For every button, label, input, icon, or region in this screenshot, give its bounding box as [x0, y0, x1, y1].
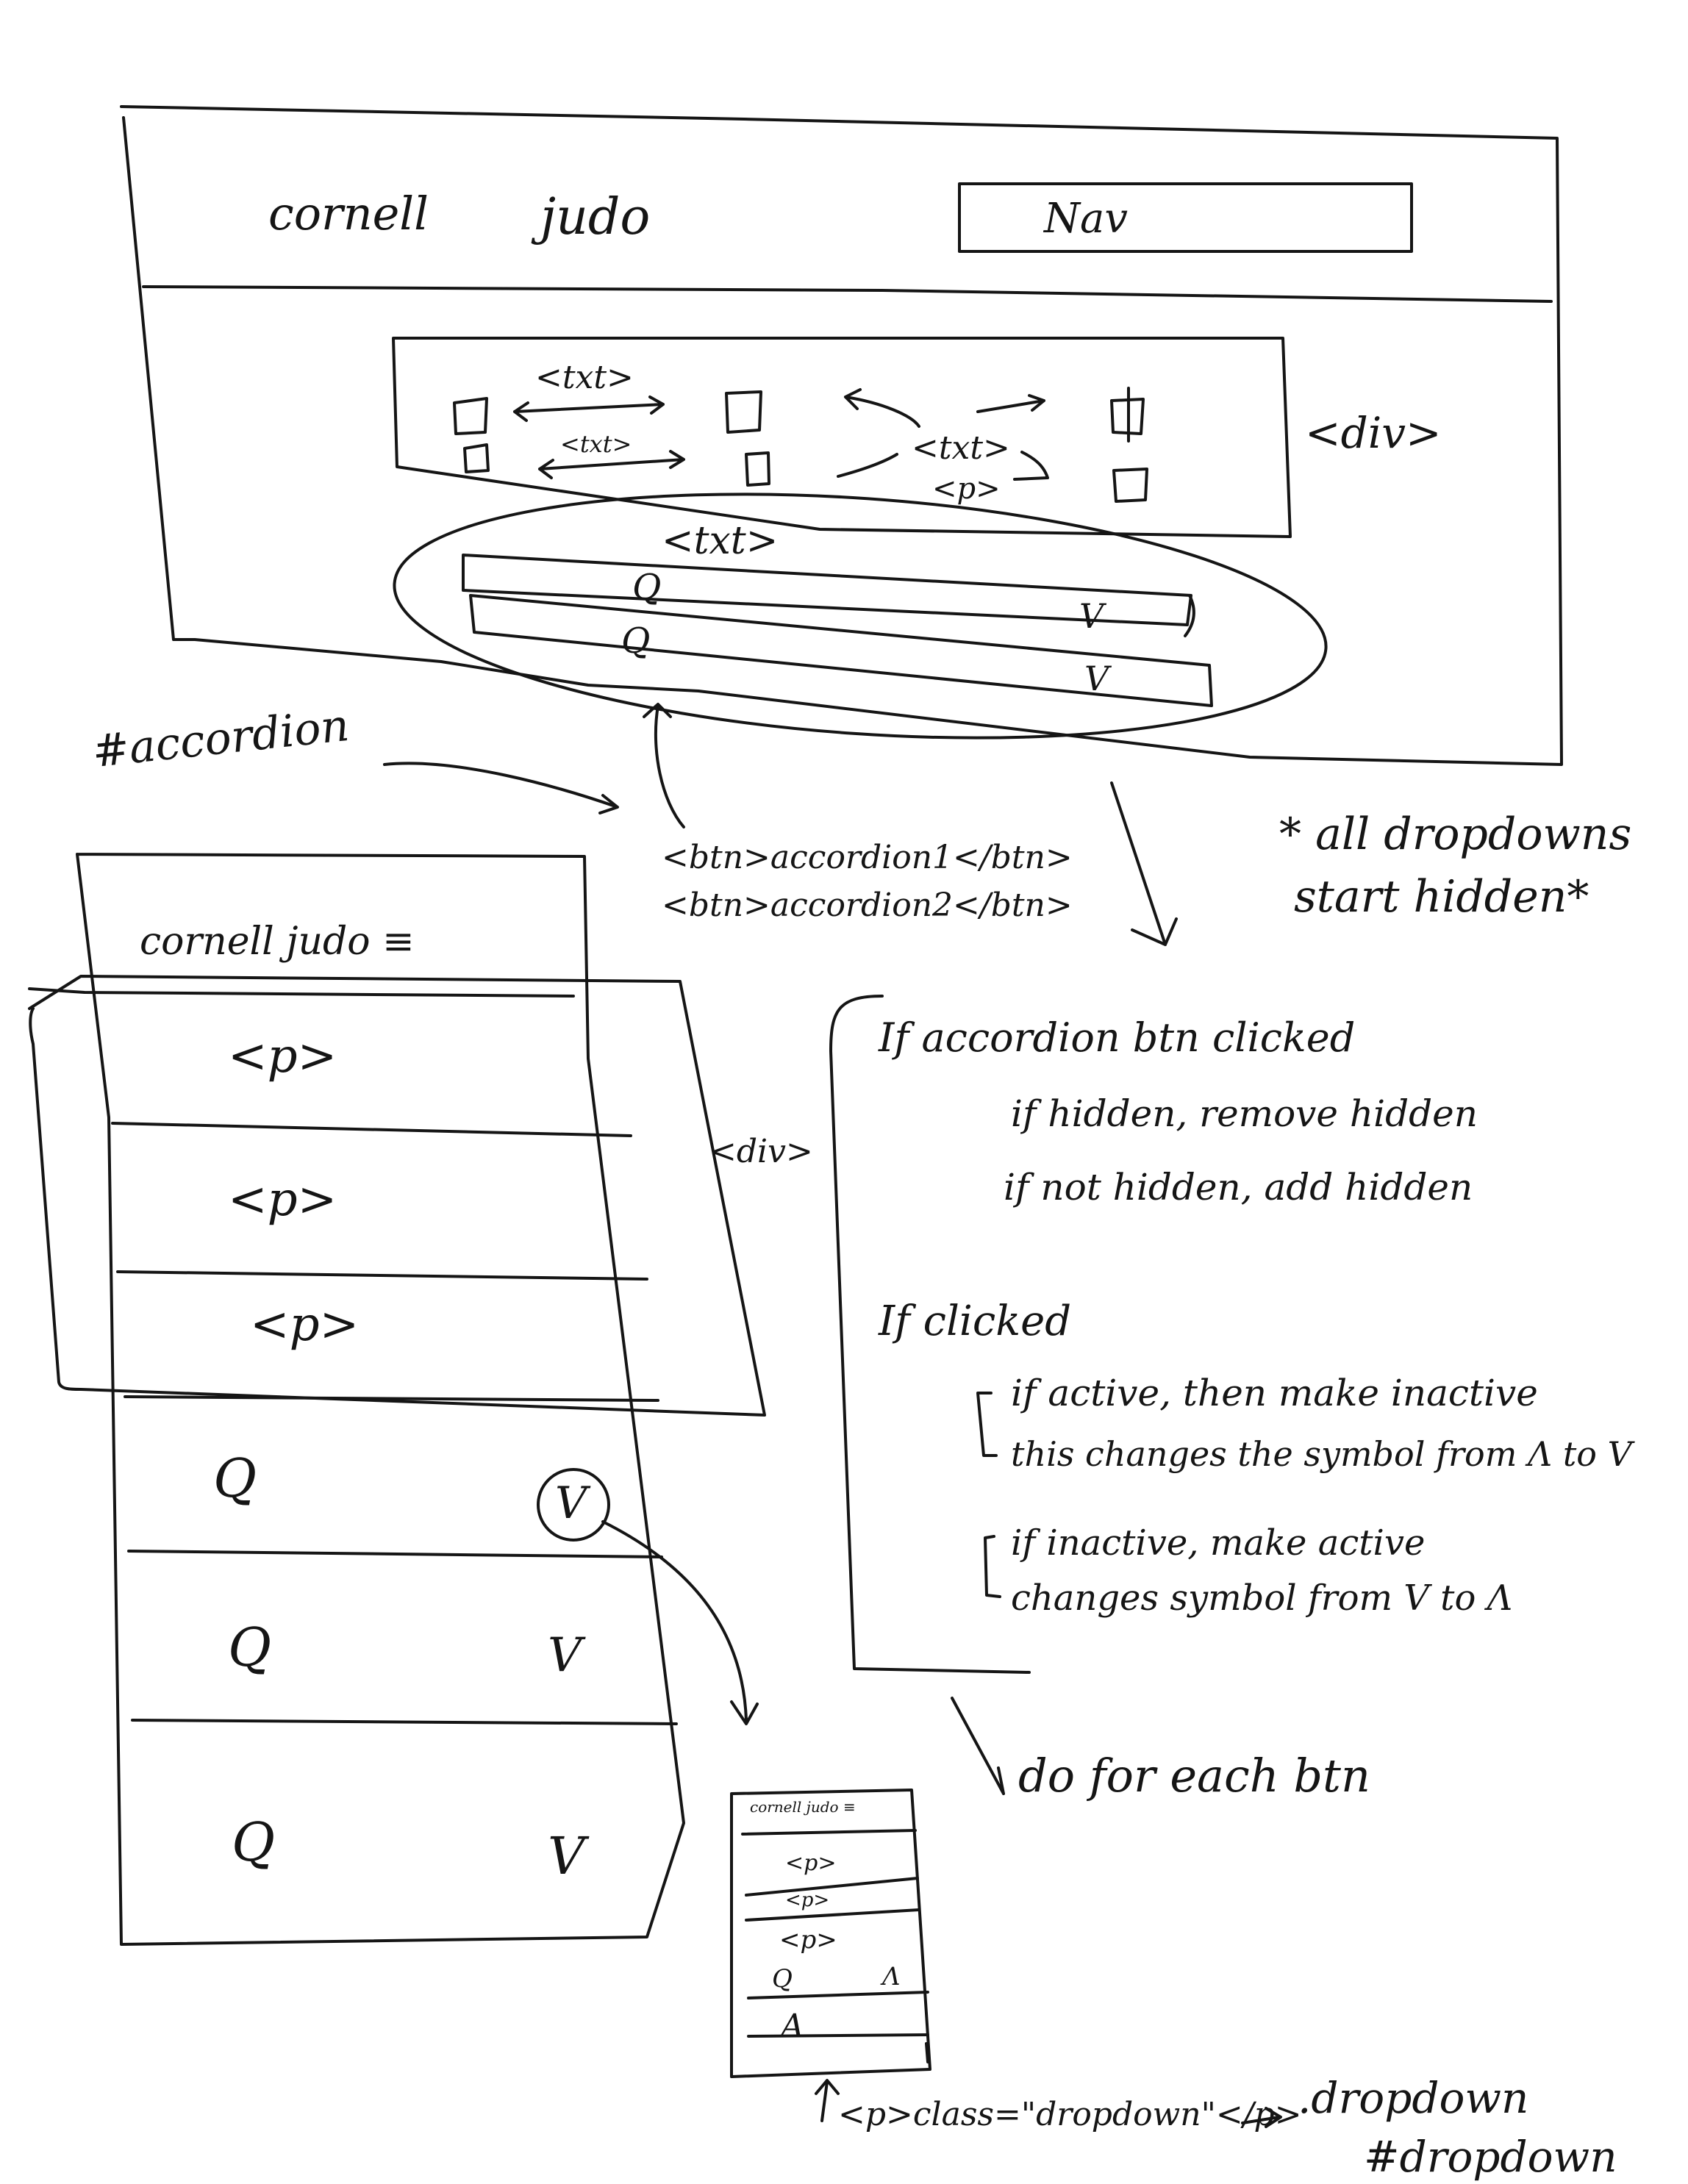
- logic-active-1: if active, then make inactive: [1011, 1372, 1538, 1414]
- mobile-row-1-q: Q: [213, 1447, 257, 1509]
- gallery-arrow: [837, 453, 898, 478]
- logic-line-2: if not hidden, add hidden: [1004, 1166, 1473, 1209]
- gallery-arrow: [538, 450, 685, 479]
- gallery-arrow: [1013, 451, 1049, 481]
- mobile-divider: [131, 1719, 678, 1725]
- mini-p-3: <p>: [779, 1925, 837, 1955]
- gallery-arrow: [844, 388, 920, 428]
- accordion-ellipse: [393, 493, 1328, 740]
- gallery-p: <p>: [932, 472, 1001, 506]
- mini-divider: [745, 1877, 919, 1897]
- mobile-header: cornell judo ≡: [140, 920, 415, 964]
- gallery-square: [1112, 468, 1148, 503]
- gallery-arrow: [976, 394, 1045, 413]
- mobile-div-label: <div>: [709, 1133, 813, 1170]
- loop-arrow: [951, 1697, 1005, 1795]
- note-hidden-1: * all dropdowns: [1279, 809, 1632, 860]
- chevron-to-mini-arrow: [601, 1520, 759, 1725]
- desktop-logo-right: judo: [540, 188, 651, 246]
- mobile-divider: [127, 1550, 663, 1558]
- gallery-box: [392, 337, 1292, 538]
- mobile-p-3: <p>: [250, 1297, 360, 1352]
- mini-arrow: [815, 2079, 840, 2122]
- mini-p-1: <p>: [785, 1850, 837, 1876]
- mobile-row-3-q: Q: [232, 1811, 276, 1873]
- chevron-highlight-circle: [537, 1468, 610, 1542]
- dropdown-arrow: [1241, 2107, 1282, 2128]
- button-pointer: [643, 703, 685, 828]
- mini-edge: [925, 2042, 929, 2063]
- inactive-bracket: [984, 1535, 1001, 1598]
- gallery-square: [453, 397, 488, 435]
- logic-line-1: if hidden, remove hidden: [1011, 1092, 1478, 1135]
- note-hidden-2: start hidden*: [1294, 871, 1589, 923]
- dropdown-id-name: #dropdown: [1364, 2132, 1617, 2182]
- bottom-note: <p>class="dropdown"</p>: [838, 2096, 1302, 2133]
- button-note-1: <btn>accordion1</btn>: [662, 839, 1073, 876]
- logic-heading-2: If clicked: [879, 1297, 1072, 1345]
- mobile-p-1: <p>: [228, 1029, 337, 1084]
- flow-arrow: [1110, 781, 1178, 946]
- logic-active-2: this changes the symbol from Λ to V: [1011, 1434, 1632, 1474]
- mobile-row-2-chevron: V: [548, 1628, 582, 1683]
- mobile-divider: [116, 1270, 648, 1281]
- mini-divider: [747, 2033, 929, 2038]
- mobile-divider: [124, 1395, 659, 1402]
- mobile-row-2-q: Q: [228, 1616, 272, 1678]
- mobile-divider: [111, 1122, 632, 1137]
- desktop-logo-left: cornell: [268, 187, 429, 240]
- desktop-row-2-chevron: V: [1084, 659, 1109, 698]
- nav-box: [958, 182, 1413, 253]
- gallery-txt-top: <txt>: [535, 359, 634, 396]
- mini-chevron: Λ: [882, 1962, 901, 1991]
- logic-inactive-1: if inactive, make active: [1011, 1522, 1426, 1564]
- desktop-row-1-chevron: V: [1079, 596, 1104, 636]
- mobile-row-3-chevron: V: [548, 1826, 585, 1886]
- accordion-pointer: [383, 762, 619, 814]
- logic-heading-1: If accordion btn clicked: [879, 1014, 1356, 1061]
- gallery-txt-mid: <txt>: [560, 430, 632, 458]
- desktop-row-1-q: Q: [632, 567, 662, 608]
- logic-bracket: [829, 995, 1031, 1674]
- desktop-frame: [120, 105, 1563, 766]
- mini-divider: [745, 1908, 920, 1922]
- mini-frame: [730, 1789, 931, 2078]
- mini-divider: [747, 1991, 929, 1999]
- active-bracket: [976, 1392, 998, 1457]
- mini-header: cornell judo ≡: [750, 1798, 856, 1816]
- logic-inactive-2: changes symbol from V to Λ: [1011, 1578, 1513, 1619]
- mobile-frame: [76, 853, 685, 1946]
- gallery-div-label: <div>: [1305, 408, 1442, 458]
- gallery-square: [725, 390, 762, 434]
- nav-label: Nav: [1044, 195, 1129, 243]
- mobile-header-divider: [28, 987, 575, 998]
- mobile-p-2: <p>: [228, 1172, 337, 1227]
- accordion-row-2: [469, 594, 1213, 707]
- gallery-txt-right: <txt>: [912, 429, 1010, 467]
- accordion-txt: <txt>: [662, 519, 779, 563]
- gallery-arrow: [513, 395, 665, 422]
- button-note-2: <btn>accordion2</btn>: [662, 887, 1073, 924]
- dropdown-class-name: .dropdown: [1298, 2073, 1529, 2123]
- desktop-header-divider: [142, 285, 1553, 303]
- desktop-row-2-q: Q: [621, 620, 651, 662]
- mini-p-2: <p>: [785, 1889, 830, 1911]
- gallery-square: [463, 443, 490, 473]
- mobile-row-1-chevron: V: [555, 1478, 587, 1529]
- gallery-square: [745, 451, 770, 487]
- mini-divider: [741, 1829, 917, 1836]
- mobile-div-box: [28, 975, 766, 1417]
- accordion-row-1: [462, 554, 1192, 626]
- logic-footer: do for each btn: [1018, 1749, 1370, 1802]
- mini-answer: A: [781, 2008, 804, 2045]
- mini-q: Q: [772, 1964, 793, 1994]
- gallery-square: [1110, 387, 1145, 443]
- accordion-row-extra: [1184, 594, 1195, 637]
